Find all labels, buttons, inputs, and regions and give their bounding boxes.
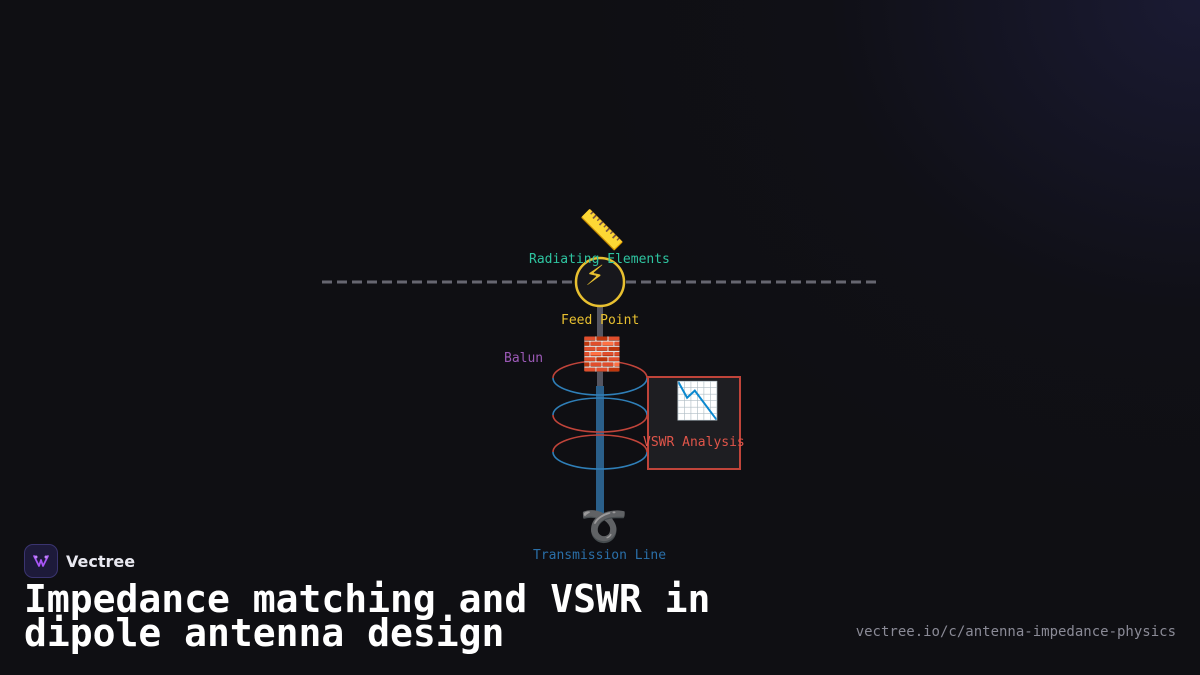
- balun-coils: [552, 360, 648, 470]
- coil-2-top: [552, 397, 648, 416]
- curly-loop-icon: ➰: [580, 504, 628, 548]
- chart-down-icon: 📉: [675, 381, 720, 422]
- coil-3-bottom: [552, 451, 648, 470]
- vswr-analysis-label: VSWR Analysis: [643, 435, 745, 450]
- balun-mast: [597, 368, 603, 388]
- radiating-elements-label: Radiating Elements: [529, 252, 670, 267]
- balun-label: Balun: [504, 351, 544, 366]
- vectree-logo-icon: [24, 544, 58, 578]
- transmission-line-label: Transmission Line: [533, 548, 667, 563]
- source-url: vectree.io/c/antenna-impedance-physics: [855, 624, 1176, 640]
- brand-name: Vectree: [66, 551, 136, 571]
- vectree-logo-mark: [33, 555, 49, 567]
- feed-point-circle: [574, 256, 626, 308]
- transmission-line-cable: [596, 386, 604, 516]
- lightning-icon: ⚡: [585, 259, 605, 292]
- feed-point-label: Feed Point: [561, 313, 640, 328]
- brick-icon: 🧱: [582, 335, 622, 373]
- brand: Vectree: [24, 544, 135, 578]
- ruler-icon: 📏: [578, 208, 626, 252]
- coil-1-bottom: [552, 377, 648, 396]
- vswr-analysis-box: [647, 376, 741, 470]
- coil-2-bottom: [552, 414, 648, 433]
- feed-mast: [597, 307, 603, 339]
- coil-3-top: [552, 434, 648, 453]
- page-title: Impedance matching and VSWR in dipole an…: [24, 577, 711, 655]
- coil-1-top: [552, 360, 648, 379]
